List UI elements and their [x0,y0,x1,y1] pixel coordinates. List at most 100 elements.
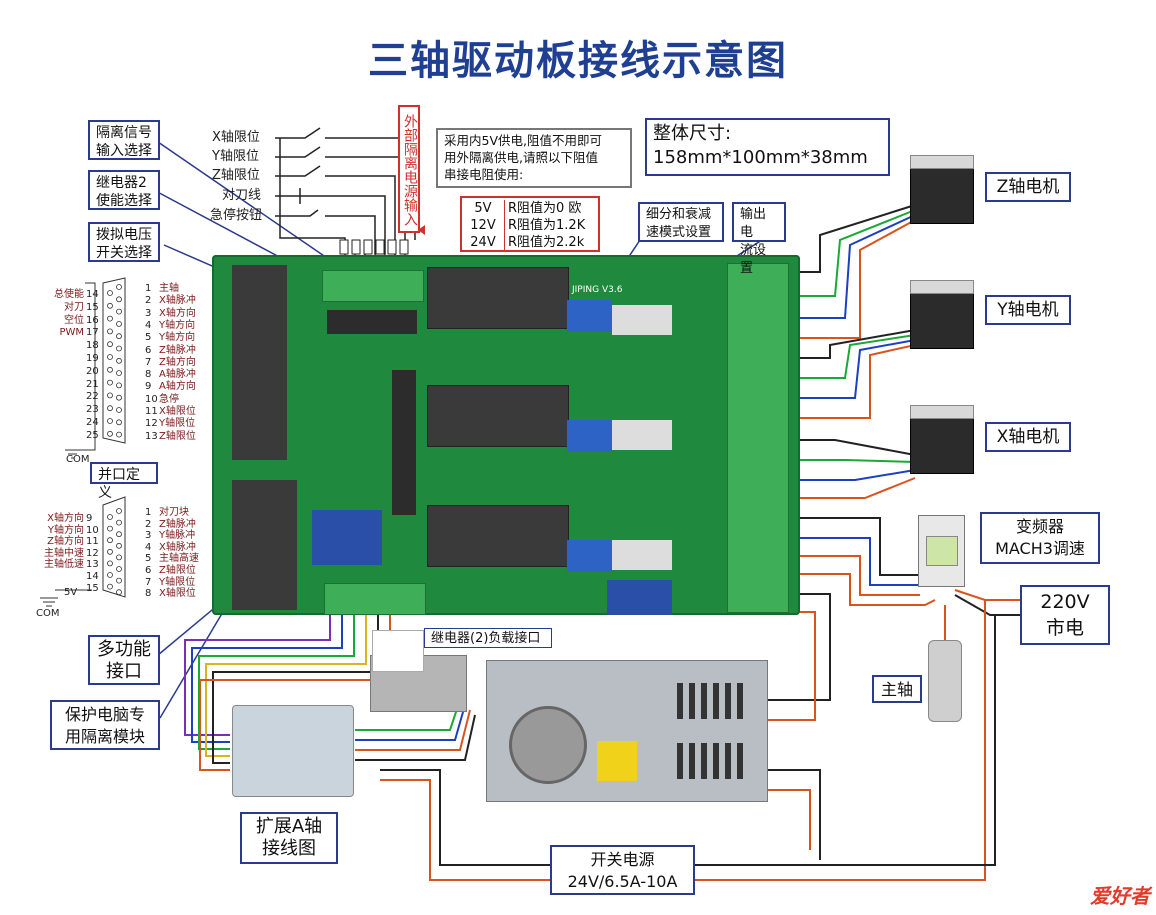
pin-dot [116,320,122,327]
com-label-1: COM [66,454,90,465]
pin-label: 对刀块 [159,507,189,518]
dimensions-box: 整体尺寸: 158mm*100mm*38mm [645,118,890,176]
pin-dot [107,354,113,360]
pin-label: X轴方向 [47,513,84,524]
pin-label: Y轴脉冲 [159,530,196,542]
pin-label: Z轴限位 [159,565,196,576]
pin-label: Y轴方向 [47,524,84,536]
pin-num: 12 [145,418,158,430]
pin-dot [107,514,113,520]
top-terminal-block [322,270,424,302]
pin-num: 15 [86,301,99,313]
pin-dot [116,508,122,514]
pin-label: Z轴方向 [159,356,196,368]
pin-dot [116,370,122,377]
pin-dot [116,531,122,538]
pin-num: 5 [145,553,152,565]
dip-switch-y[interactable] [567,420,612,452]
ext-supply-label: 外部隔离电源输入 [398,105,420,233]
pin-num: 1 [145,507,152,518]
relay-load-terminal [372,630,424,672]
protect-module-box: 保护电脑专 用隔离模块 [50,700,160,750]
pin-num: 3 [145,530,152,542]
pin-dot [107,341,113,348]
pin-label: 对刀 [64,301,84,313]
pin-num: 24 [86,417,99,428]
res-v-0: 5V [474,201,492,216]
z-limit-label: Z轴限位 [212,168,260,183]
pin-label: 主轴中速 [44,547,84,559]
optocoupler-row [392,370,416,515]
mains-box: 220V 市电 [1020,585,1110,645]
pin-label: PWM [59,327,84,339]
pin-num: 14 [86,289,99,300]
pin-label: Z轴方向 [47,536,84,548]
pin-dot [107,560,113,567]
driver-chip-z [427,267,569,329]
current-switch-x[interactable] [612,540,672,570]
pin-dot [116,519,122,526]
driver-chip-x [427,505,569,567]
com-label-2: COM [36,608,60,619]
pin-dot [116,308,122,315]
res-r-2: R阻值为2.2k [508,235,585,250]
pin-dot [107,302,113,309]
pin-label: Z轴脉冲 [159,518,196,530]
relay-2 [312,510,382,565]
z-motor-box: Z轴电机 [985,172,1071,202]
pin-num: 20 [86,365,99,377]
pin-num: 6 [145,344,152,356]
pin-dot [107,290,113,296]
tool-line-label: 对刀线 [222,188,262,203]
pin-num: 25 [86,429,99,441]
pin-dot [107,328,113,335]
pin-dot [116,407,122,413]
power-supply [486,660,768,802]
pin-num: 8 [145,369,152,381]
pin-label: 总使能 [54,289,84,300]
pin-dot [116,382,122,389]
pin-label: Y轴方向 [159,332,196,344]
pin-num: 2 [145,518,152,530]
pin-label: Y轴限位 [159,418,196,430]
pin-dot [107,315,113,322]
pin-dot [116,333,122,340]
supply-note: 采用内5V供电,阻值不用即可 用外隔离供电,请照以下阻值 串接电阻使用: [436,128,632,188]
pin-num: 6 [145,565,152,576]
pin-dot [116,542,122,549]
dip-switch-z[interactable] [567,300,612,332]
parallel-def-box: 并口定义 [90,462,158,501]
res-v-2: 24V [470,235,496,250]
pin-num: 7 [145,576,152,588]
pin-label: X轴脉冲 [159,295,196,307]
pin-dot [116,566,122,572]
pin-num: 4 [145,541,152,553]
inverter-box: 变频器 MACH3调速 [980,512,1100,564]
pin-label: X轴脉冲 [159,541,196,553]
pin-dot [107,537,113,544]
pin-dot [116,554,122,561]
estop-label: 急停按钮 [210,208,263,223]
pin-label: 主轴高速 [159,553,199,565]
pin-num: 23 [86,404,99,416]
pin-num: 15 [86,582,99,594]
pin-label: 空位 [64,314,84,326]
isolation-signal-box: 隔离信号 输入选择 [88,120,160,160]
y-motor-box: Y轴电机 [985,295,1071,325]
pin-num: 13 [86,559,99,571]
dip-switch-x[interactable] [567,540,612,572]
y-limit-label: Y轴限位 [212,149,259,164]
pin-dot [107,405,113,412]
pin-label: 主轴低速 [44,559,84,571]
current-switch-z[interactable] [612,305,672,335]
x-motor [910,410,974,474]
multi-port-box: 多功能 接口 [88,635,160,685]
pin-label: Z轴限位 [159,430,196,442]
current-switch-y[interactable] [612,420,672,450]
pin-num: 14 [86,571,99,582]
pin-dot [116,284,122,290]
pin-num: 17 [86,327,99,339]
logo: 爱好者 [1090,884,1150,908]
pin-dot [107,430,113,437]
relay-load-box: 继电器(2)负载接口 [424,628,552,648]
